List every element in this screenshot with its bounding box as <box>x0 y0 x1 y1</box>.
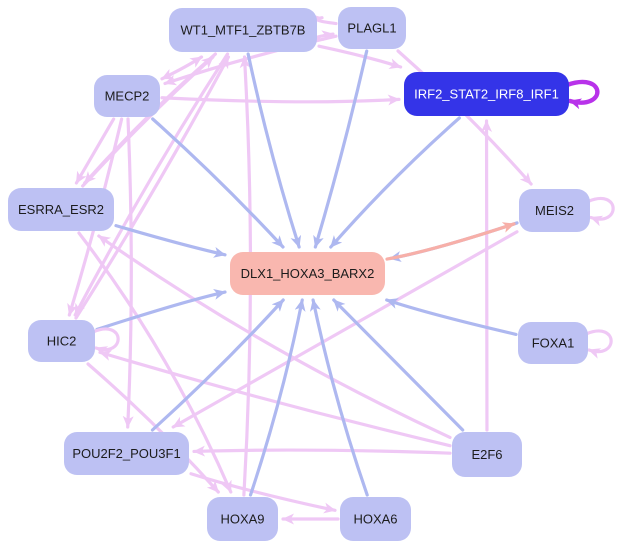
node-hoxa6[interactable] <box>340 497 411 541</box>
node-hoxa9[interactable] <box>207 497 278 541</box>
node-e2f6[interactable] <box>452 432 522 477</box>
node-hic2[interactable] <box>28 320 95 362</box>
edge-mecp2-pou2f2 <box>122 117 134 429</box>
node-irf2[interactable] <box>404 72 569 116</box>
node-dlx1[interactable] <box>230 252 385 295</box>
edge-wt1-dlx1 <box>246 52 302 249</box>
self-loop-irf2 <box>564 79 600 110</box>
edge-hic2-wt1 <box>74 55 231 320</box>
edge-dlx1-meis2 <box>385 222 516 261</box>
self-loop-meis2 <box>586 196 615 227</box>
edge-wt1-hic2 <box>73 52 230 317</box>
edge-pou2f2-dlx1 <box>150 298 285 432</box>
edge-plagl1-wt1 <box>310 13 338 26</box>
edge-meis2-pou2f2 <box>171 230 519 429</box>
edge-wt1-irf2 <box>317 44 403 69</box>
edge-mecp2-dlx1 <box>151 117 285 249</box>
node-meis2[interactable] <box>519 189 590 232</box>
edge-plagl1-meis2 <box>396 49 533 186</box>
edge-e2f6-esrra <box>97 234 452 440</box>
edge-mecp2-esrra <box>74 117 116 185</box>
node-pou2f2[interactable] <box>64 432 189 475</box>
edge-mecp2-wt1 <box>160 55 204 81</box>
edge-pou2f2-hoxa6 <box>189 472 337 514</box>
edge-hic2-dlx1 <box>95 289 227 332</box>
edge-hoxa6-dlx1 <box>309 298 369 497</box>
edge-plagl1-dlx1 <box>313 49 369 249</box>
node-foxa1[interactable] <box>518 322 588 364</box>
edge-e2f6-hic2 <box>98 350 452 448</box>
self-loop-foxa1 <box>584 329 613 359</box>
edge-e2f6-dlx1 <box>332 298 465 432</box>
self-loop-hic2 <box>91 327 120 357</box>
edge-foxa1-dlx1 <box>385 298 518 336</box>
edge-hoxa9-dlx1 <box>248 298 306 497</box>
node-wt1[interactable] <box>169 8 317 52</box>
edge-esrra-wt1 <box>81 55 215 188</box>
node-esrra[interactable] <box>8 188 114 231</box>
node-mecp2[interactable] <box>94 75 160 117</box>
edge-esrra-dlx1 <box>114 224 227 258</box>
edge-irf2-dlx1 <box>329 116 461 249</box>
node-plagl1[interactable] <box>338 7 406 49</box>
edge-e2f6-pou2f2 <box>192 445 452 457</box>
